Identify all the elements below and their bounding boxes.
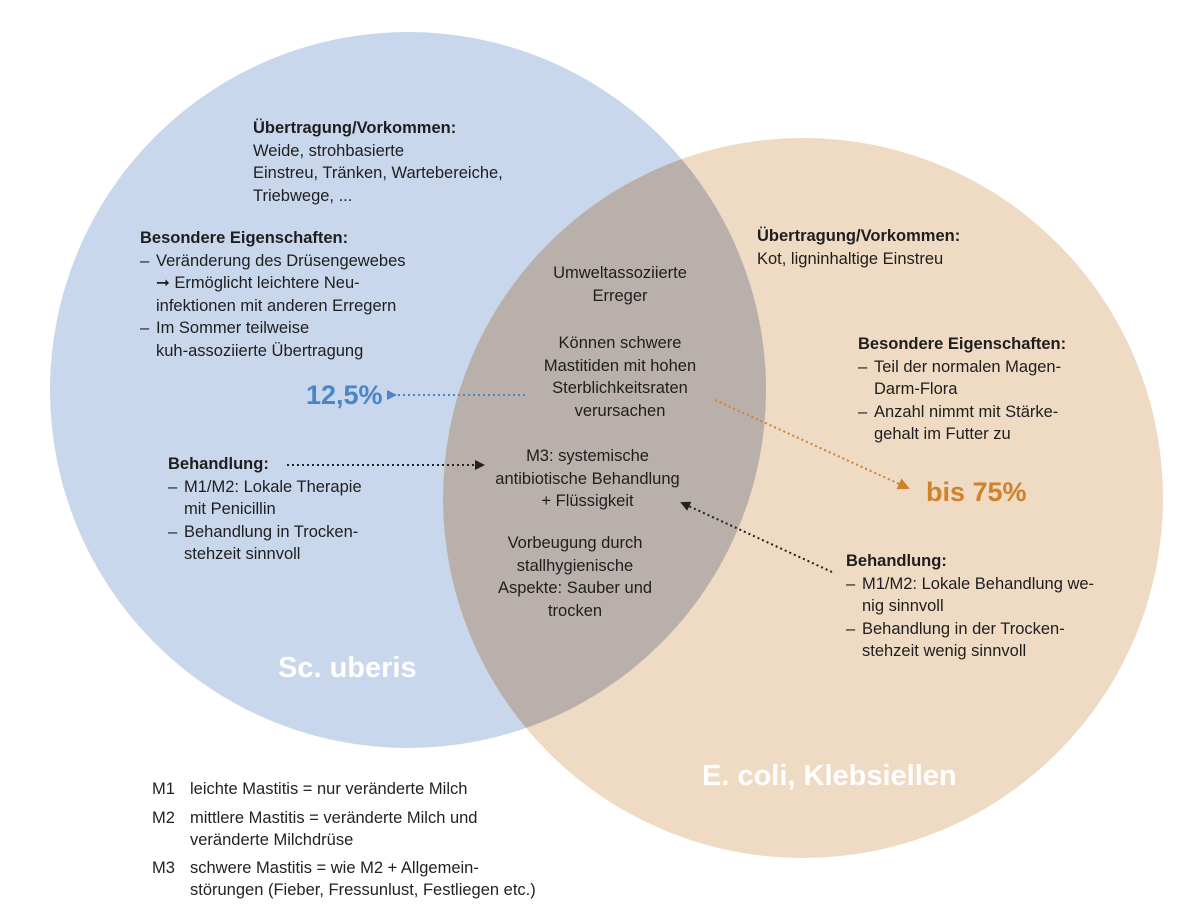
right-treatment-item: Behandlung in der Trocken- [846, 618, 1094, 641]
left-transmission-block: Übertragung/Vorkommen: Weide, strohbasie… [253, 117, 503, 207]
right-percentage: bis 75% [926, 477, 1027, 507]
left-properties-item-cont: infektionen mit anderen Erregern [156, 296, 397, 315]
right-treatment-item-cont: nig sinnvoll [862, 597, 944, 615]
left-properties-item-cont: ➞ Ermöglicht leichtere Neu- [156, 274, 360, 292]
right-properties-heading: Besondere Eigenschaften: [858, 335, 1067, 353]
center-line: Mastitiden mit hohen [543, 356, 697, 375]
center-block-m3: M3: systemische antibiotische Behandlung… [480, 445, 695, 513]
center-line: verursachen [574, 401, 666, 420]
left-properties-item-cont: kuh-assoziierte Übertragung [156, 341, 364, 360]
right-transmission-line: Kot, ligninhaltige Einstreu [757, 249, 944, 268]
left-percentage: 12,5% [306, 380, 383, 410]
legend-value-cont: veränderte Milchdrüse [190, 831, 354, 849]
left-treatment-item: Behandlung in Trocken- [168, 521, 362, 544]
center-line: Können schwere [558, 334, 682, 352]
ecoli-klebsiellen-label: E. coli, Klebsiellen [702, 760, 957, 792]
right-properties-item: Anzahl nimmt mit Stärke- [858, 401, 1066, 424]
left-properties-item: Veränderung des Drüsengewebes [140, 250, 406, 273]
legend-value: leichte Mastitis = nur veränderte Milch [190, 780, 468, 798]
sc-uberis-label: Sc. uberis [278, 652, 417, 684]
left-properties-heading: Besondere Eigenschaften: [140, 229, 349, 247]
legend-row-m2: M2 mittlere Mastitis = veränderte Milch … [152, 807, 652, 853]
center-line: trocken [547, 601, 603, 620]
right-properties-item-cont: Darm-Flora [874, 380, 958, 398]
left-transmission-heading: Übertragung/Vorkommen: [253, 119, 457, 137]
right-properties-item: Teil der normalen Magen- [858, 356, 1066, 379]
legend-key: M3 [152, 859, 175, 877]
right-properties-block: Besondere Eigenschaften: Teil der normal… [858, 333, 1066, 446]
right-treatment-item-cont: stehzeit wenig sinnvoll [862, 642, 1027, 660]
left-treatment-block: Behandlung: M1/M2: Lokale Therapie mit P… [168, 453, 362, 566]
left-treatment-item: M1/M2: Lokale Therapie [168, 476, 362, 499]
center-block-severity: Können schwere Mastitiden mit hohen Ster… [520, 332, 720, 422]
left-transmission-line: Triebwege, ... [253, 186, 353, 205]
legend-row-m3: M3 schwere Mastitis = wie M2 + Allgemein… [152, 857, 652, 903]
left-transmission-line: Einstreu, Tränken, Wartebereiche, [253, 164, 503, 182]
center-line: + Flüssigkeit [541, 492, 634, 510]
center-line: stallhygienische [516, 556, 634, 575]
left-treatment-item-cont: mit Penicillin [184, 500, 276, 518]
legend-key: M1 [152, 780, 175, 798]
left-treatment-item-cont: stehzeit sinnvoll [184, 545, 301, 563]
right-properties-item-cont: gehalt im Futter zu [874, 425, 1011, 443]
legend-row-m1: M1 leichte Mastitis = nur veränderte Mil… [152, 778, 652, 802]
center-line: Vorbeugung durch [507, 534, 643, 552]
center-line: Sterblichkeitsraten [552, 379, 688, 397]
center-line: Umweltassoziierte [553, 264, 687, 282]
center-line: Erreger [592, 286, 648, 305]
legend-value-cont: störungen (Fieber, Fressunlust, Festlieg… [190, 881, 536, 899]
right-treatment-item: M1/M2: Lokale Behandlung we- [846, 573, 1094, 596]
legend-value: mittlere Mastitis = veränderte Milch und [190, 809, 478, 827]
right-treatment-block: Behandlung: M1/M2: Lokale Behandlung we-… [846, 550, 1094, 663]
center-line: antibiotische Behandlung [495, 469, 680, 488]
legend-value: schwere Mastitis = wie M2 + Allgemein- [190, 859, 479, 877]
arrow-to-75-percent [714, 399, 910, 490]
center-line: Aspekte: Sauber und [497, 579, 653, 597]
legend-key: M2 [152, 809, 175, 827]
left-transmission-line: Weide, strohbasierte [253, 141, 405, 160]
left-properties-block: Besondere Eigenschaften: Veränderung des… [140, 227, 406, 362]
center-line: M3: systemische [526, 447, 649, 465]
right-treatment-heading: Behandlung: [846, 552, 947, 570]
right-transmission-heading: Übertragung/Vorkommen: [757, 227, 961, 245]
center-block-prevention: Vorbeugung durch stallhygienische Aspekt… [475, 532, 675, 622]
right-transmission-block: Übertragung/Vorkommen: Kot, ligninhaltig… [757, 225, 960, 270]
left-treatment-heading: Behandlung: [168, 455, 269, 473]
center-block-environment: Umweltassoziierte Erreger [520, 262, 720, 307]
left-properties-item: Im Sommer teilweise [140, 317, 406, 340]
